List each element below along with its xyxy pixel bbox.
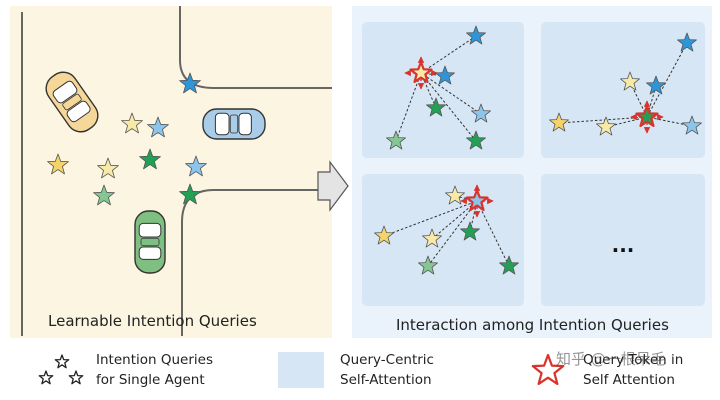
query-token-star-icon (635, 104, 659, 128)
intention-query-star-icon (596, 116, 616, 136)
intention-query-star-icon (93, 184, 115, 206)
intention-query-star-icon (426, 97, 446, 117)
intention-query-star-icon (147, 116, 169, 138)
intention-query-star-icon (418, 255, 438, 275)
legend-query-token-icon (531, 353, 565, 385)
green-car-icon (134, 210, 166, 274)
intention-query-star-icon (471, 103, 491, 123)
intention-query-star-icon (422, 228, 442, 248)
attention-link (395, 72, 422, 142)
intention-query-star-icon (435, 65, 455, 85)
intention-query-star-icon (185, 155, 207, 177)
intention-query-star-icon (549, 112, 569, 132)
left-panel (10, 6, 332, 338)
legend-query-token-label: Query Token in Self Attention (583, 352, 684, 388)
right-panel-caption: Interaction among Intention Queries (396, 316, 669, 334)
blue-car-icon (202, 108, 266, 140)
intention-query-star-icon (121, 112, 143, 134)
left-panel-background (10, 6, 332, 338)
intention-query-star-icon (620, 71, 640, 91)
attention-link (427, 200, 478, 267)
legend-self-attention-swatch (278, 352, 324, 388)
query-token-star-icon (409, 60, 433, 84)
legend-self-attention-label: Query-Centric Self-Attention (340, 352, 434, 388)
intention-query-star-icon (499, 255, 519, 275)
intention-query-star-icon (646, 75, 666, 95)
right-panel: ... (352, 6, 712, 338)
watermark-text: 知乎 @一根呆毛 (556, 350, 666, 368)
legend (38, 352, 565, 388)
attention-link (646, 115, 693, 127)
intention-query-star-icon (386, 130, 406, 150)
attention-link (431, 200, 478, 240)
intention-query-star-icon (682, 115, 702, 135)
intention-query-star-icon (445, 185, 465, 205)
attention-link (420, 35, 477, 74)
legend-intention-queries-label: Intention Queries for Single Agent (96, 352, 213, 388)
legend-query-star-icon (38, 370, 54, 385)
legend-query-star-icon (68, 370, 84, 385)
attention-link (420, 72, 477, 142)
left-panel-caption: Learnable Intention Queries (48, 312, 257, 330)
intention-query-star-icon (374, 225, 394, 245)
legend-query-star-icon (54, 354, 70, 369)
intention-query-star-icon (466, 25, 486, 45)
intention-query-star-icon (677, 32, 697, 52)
attention-link (420, 72, 482, 115)
intention-query-star-icon (139, 148, 161, 170)
attention-link (646, 42, 688, 118)
intention-query-star-icon (47, 153, 69, 175)
ellipsis-text: ... (612, 233, 635, 257)
intention-query-star-icon (179, 183, 201, 205)
intention-query-star-icon (460, 221, 480, 241)
attention-link (383, 200, 478, 237)
tile-bottom-right (541, 174, 705, 306)
query-token-star-icon (465, 188, 489, 211)
intention-query-star-icon (466, 130, 486, 150)
intention-query-star-icon (179, 72, 201, 94)
yellow-car-icon (45, 71, 99, 133)
attention-link (476, 200, 510, 267)
tile-top-right (541, 22, 705, 158)
intention-query-star-icon (97, 157, 119, 179)
transition-arrow-icon (317, 160, 349, 212)
